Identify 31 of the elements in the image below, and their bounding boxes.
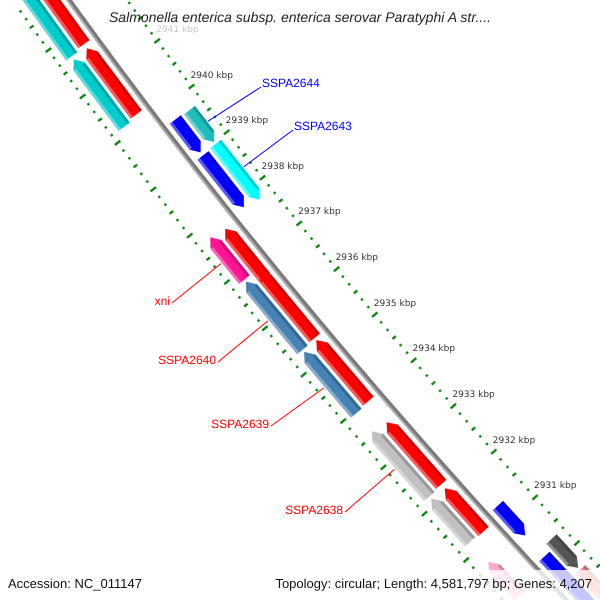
leader-line [218,320,268,362]
gene-label: SSPA2643 [294,119,352,133]
gene-feature [304,352,362,418]
tick-label: 2932 kbp [492,436,536,447]
tick-label: 2935 kbp [374,298,416,310]
gene-feature [372,431,435,502]
gene-label: SSPA2639 [211,417,269,431]
gene-feature [210,237,250,284]
tick-label: 2936 kbp [336,253,378,264]
gene-label: SSPA2638 [285,503,343,517]
tick-label: 2931 kbp [534,481,576,492]
gene-label: SSPA2640 [158,353,216,367]
tick-label: 2934 kbp [412,344,456,356]
tick-label: 2933 kbp [452,390,495,401]
gene-feature [246,282,308,354]
tick-label: 2939 kbp [226,116,268,128]
tick-label: 2937 kbp [298,207,341,218]
footer-text: Topology: circular; Length: 4,581,797 bp; Genes: 4,207 [275,576,592,592]
leader-line [208,86,262,122]
tick-label: 2938 kbp [262,162,304,173]
leader-line [270,387,324,426]
footer-text: Accession: NC_011147 [8,576,142,592]
gene-label: xni [154,294,170,308]
gene-feature [184,106,214,142]
map-title: Salmonella enterica subsp. enterica serovar Paratyphi A str.... [108,8,492,25]
gene-label: SSPA2644 [262,76,320,90]
gene-feature [210,140,260,200]
leader-line [243,130,294,168]
tick-label: 2940 kbp [190,70,233,82]
leader-line [344,468,395,512]
leader-line [172,262,222,304]
